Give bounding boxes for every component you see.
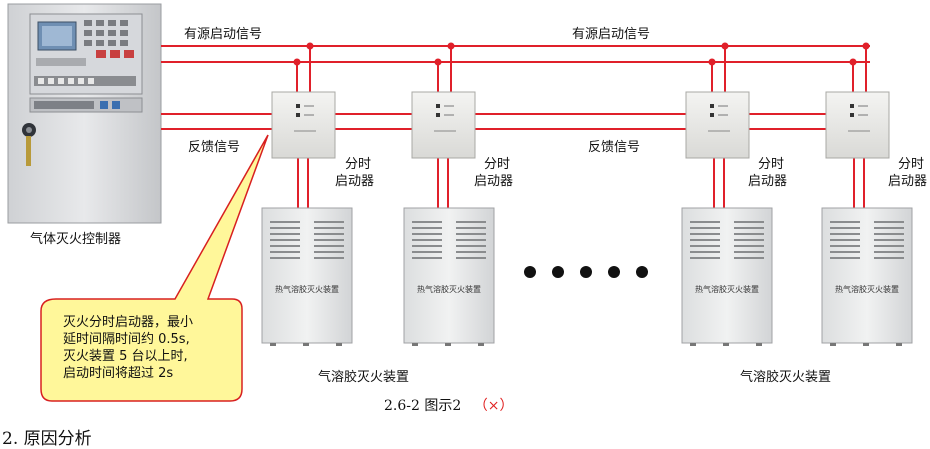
active-start-signal-label-right: 有源启动信号 bbox=[572, 27, 650, 42]
device-panel-text: 热气溶胶灭火装置 bbox=[275, 284, 339, 294]
aerosol-device-4: 热气溶胶灭火装置 bbox=[821, 207, 913, 346]
wrong-mark: （×） bbox=[474, 398, 514, 414]
active-start-signal-label-left: 有源启动信号 bbox=[184, 27, 262, 42]
timer-starter-label-line2: 启动器 bbox=[335, 174, 374, 189]
callout-line-1: 灭火分时启动器，最小 bbox=[63, 315, 194, 330]
gas-extinguishing-controller bbox=[7, 3, 162, 224]
timer-starter-label-line2: 启动器 bbox=[748, 174, 787, 189]
figure-caption-text: 2.6-2 图示2 bbox=[384, 398, 461, 414]
timer-starter-label-line1: 分时 bbox=[758, 157, 784, 172]
timer-starter-boxes bbox=[271, 91, 890, 159]
timer-starter-box-3 bbox=[685, 91, 750, 159]
junction-dots bbox=[293, 42, 870, 66]
device-panel-text: 热气溶胶灭火装置 bbox=[695, 284, 759, 294]
aerosol-device-3: 热气溶胶灭火装置 bbox=[681, 207, 773, 346]
feedback-signal-label-left: 反馈信号 bbox=[188, 140, 240, 155]
ellipsis-dots bbox=[524, 266, 648, 278]
callout-bubble bbox=[40, 134, 269, 402]
callout-line-3: 灭火装置 5 台以上时, bbox=[63, 349, 188, 364]
device-panel-text: 热气溶胶灭火装置 bbox=[417, 284, 481, 294]
aerosol-device-label-right: 气溶胶灭火装置 bbox=[740, 369, 831, 385]
timer-starter-box-2 bbox=[411, 91, 476, 159]
aerosol-device-1: 热气溶胶灭火装置 bbox=[261, 207, 353, 346]
timer-starter-box-4 bbox=[825, 91, 890, 159]
aerosol-devices: 热气溶胶灭火装置 热气溶胶灭火装置 热气溶胶灭火装置 bbox=[261, 207, 913, 346]
figure-caption: 2.6-2 图示2 （×） bbox=[384, 398, 513, 414]
timer-starter-label-line2: 启动器 bbox=[888, 174, 927, 189]
timer-starter-label-line1: 分时 bbox=[484, 157, 510, 172]
aerosol-device-label-left: 气溶胶灭火装置 bbox=[318, 369, 409, 385]
callout-line-4: 启动时间将超过 2s bbox=[63, 366, 174, 381]
device-panel-text: 热气溶胶灭火装置 bbox=[835, 284, 899, 294]
timer-starter-box-1 bbox=[271, 91, 336, 159]
controller-label: 气体灭火控制器 bbox=[30, 231, 121, 247]
timer-starter-label-line2: 启动器 bbox=[474, 174, 513, 189]
feedback-signal-label-right: 反馈信号 bbox=[588, 140, 640, 155]
aerosol-device-2: 热气溶胶灭火装置 bbox=[403, 207, 495, 346]
callout-line-2: 延时间隔时间约 0.5s, bbox=[63, 332, 190, 347]
timer-starter-label-line1: 分时 bbox=[898, 157, 924, 172]
section-heading: 2. 原因分析 bbox=[2, 429, 92, 449]
timer-starter-label-line1: 分时 bbox=[345, 157, 371, 172]
callout-text: 灭火分时启动器，最小 延时间隔时间约 0.5s, 灭火装置 5 台以上时, 启动… bbox=[63, 314, 238, 382]
